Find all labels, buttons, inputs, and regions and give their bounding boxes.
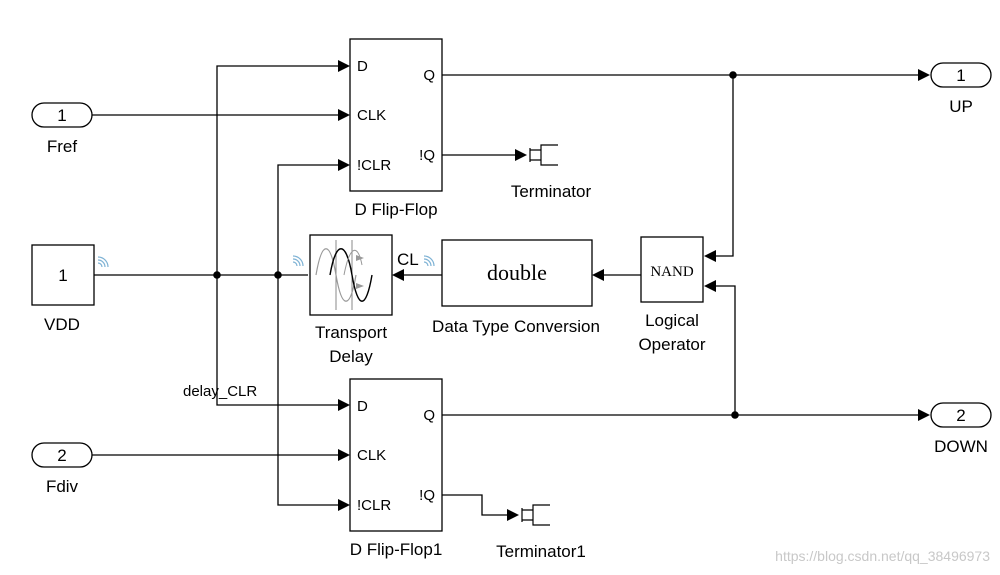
- inport-label: Fdiv: [46, 477, 79, 496]
- arrowhead: [338, 399, 350, 411]
- arrowhead: [338, 449, 350, 461]
- port-clr: !CLR: [357, 497, 391, 514]
- outport-shape: [930, 62, 992, 88]
- port-nq: !Q: [419, 147, 435, 164]
- delay-label-line2: Delay: [329, 347, 373, 366]
- data-type-conversion[interactable]: double Data Type Conversion: [423, 239, 600, 336]
- inport-number: 2: [57, 446, 66, 465]
- arrowhead: [918, 69, 930, 81]
- inport-label: Fref: [47, 137, 78, 156]
- wire-delay-clr-bottom[interactable]: [277, 275, 338, 506]
- arrowhead: [704, 280, 716, 292]
- flipflop-shape: [349, 38, 443, 192]
- constant-value: 1: [58, 266, 67, 285]
- nand-label-line2: Operator: [638, 335, 705, 354]
- port-clr: !CLR: [357, 157, 391, 174]
- outport-label: DOWN: [934, 437, 988, 456]
- constant-label: VDD: [44, 315, 80, 334]
- wire-delay-clr-top[interactable]: [277, 164, 338, 275]
- inport-number: 1: [57, 106, 66, 125]
- nand-text: NAND: [650, 264, 693, 280]
- logical-operator[interactable]: NAND Logical Operator: [638, 236, 706, 354]
- flipflop-bottom[interactable]: D CLK !CLR Q !Q D Flip-Flop1: [349, 378, 443, 559]
- arrowhead: [338, 159, 350, 171]
- dtc-shape: [441, 239, 593, 307]
- arrowhead: [392, 269, 404, 281]
- port-q: Q: [423, 67, 435, 84]
- port-q: Q: [423, 407, 435, 424]
- arrowhead: [338, 499, 350, 511]
- delay-shape: [309, 234, 393, 316]
- dtc-label: Data Type Conversion: [432, 317, 600, 336]
- wire-vdd-d-top[interactable]: [216, 65, 338, 275]
- port-clk: CLK: [357, 447, 386, 464]
- delay-waveform-icon: [315, 240, 373, 310]
- port-d: D: [357, 58, 368, 75]
- signal-logging-icon: [97, 256, 109, 268]
- constant-vdd[interactable]: 1 VDD: [31, 244, 109, 334]
- signal-logging-icon: [423, 255, 435, 267]
- nand-shape: [640, 236, 704, 303]
- wire-vdd-d-bottom[interactable]: [216, 275, 338, 406]
- outport-label: UP: [949, 97, 973, 116]
- port-nq: !Q: [419, 487, 435, 504]
- wire-q1-nand[interactable]: [716, 285, 736, 415]
- terminator-label: Terminator1: [496, 542, 586, 561]
- inport-fref[interactable]: 1 Fref: [31, 102, 93, 156]
- inport-shape: [31, 102, 93, 128]
- inport-fdiv[interactable]: 2 Fdiv: [31, 442, 93, 496]
- port-d: D: [357, 398, 368, 415]
- terminator-shape: [529, 144, 558, 166]
- outport-up[interactable]: 1 UP: [930, 62, 992, 116]
- inport-shape: [31, 442, 93, 468]
- flipflop-label: D Flip-Flop1: [350, 540, 443, 559]
- wire-nq1-terminator1[interactable]: [442, 494, 507, 516]
- nand-label-line1: Logical: [645, 311, 699, 330]
- arrowhead: [515, 149, 527, 161]
- arrowhead: [704, 250, 716, 262]
- watermark: https://blog.csdn.net/qq_38496973: [775, 548, 990, 564]
- constant-shape: [31, 244, 95, 306]
- port-clk: CLK: [357, 107, 386, 124]
- flipflop-label: D Flip-Flop: [354, 200, 437, 219]
- arrowhead: [338, 60, 350, 72]
- outport-number: 2: [956, 406, 965, 425]
- terminator-label: Terminator: [511, 182, 592, 201]
- wires: [92, 60, 930, 521]
- outport-shape: [930, 402, 992, 428]
- terminator-shape: [521, 504, 550, 526]
- transport-delay[interactable]: Transport Delay: [292, 234, 393, 366]
- dtc-text: double: [487, 260, 547, 285]
- signal-label-delay-clr: delay_CLR: [183, 383, 257, 400]
- delay-label-line1: Transport: [315, 323, 387, 342]
- terminator-bottom[interactable]: Terminator1: [496, 504, 586, 561]
- signal-logging-icon: [292, 255, 304, 267]
- flipflop-top[interactable]: D CLK !CLR Q !Q D Flip-Flop: [349, 38, 443, 219]
- arrowhead: [338, 109, 350, 121]
- flipflop-shape: [349, 378, 443, 532]
- arrowhead: [918, 409, 930, 421]
- outport-number: 1: [956, 66, 965, 85]
- arrowhead: [592, 269, 604, 281]
- outport-down[interactable]: 2 DOWN: [930, 402, 992, 456]
- terminator-top[interactable]: Terminator: [511, 144, 592, 201]
- signal-label-cl: CL: [397, 250, 419, 269]
- arrowhead: [507, 509, 519, 521]
- wire-q-nand[interactable]: [716, 75, 734, 257]
